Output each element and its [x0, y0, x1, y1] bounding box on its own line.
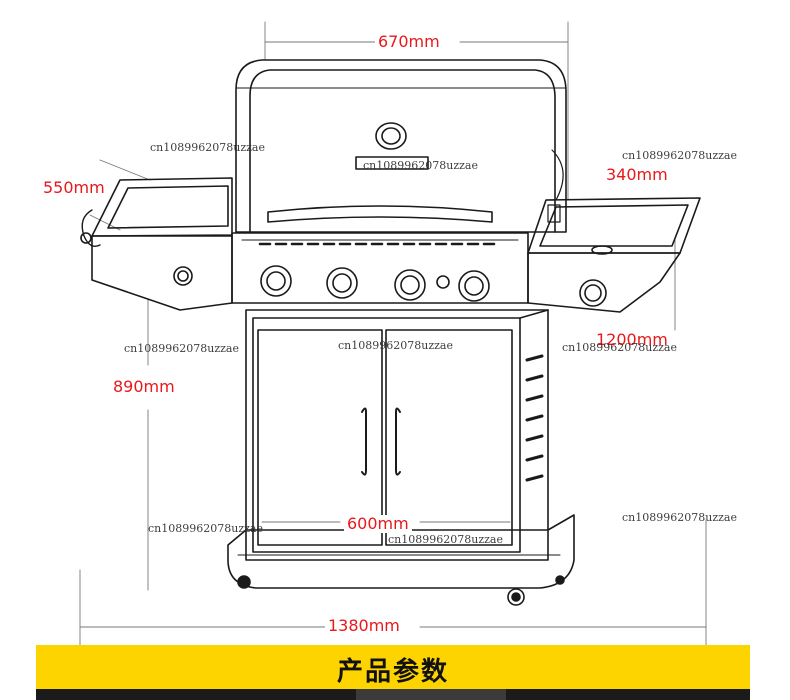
table-header-strip: [36, 689, 750, 700]
cart-width-label: 600mm: [344, 515, 412, 533]
table-header-cell: [356, 689, 506, 700]
dimension-lines: [79, 21, 707, 651]
knob-3: [394, 269, 426, 301]
cart-cabinet: [227, 309, 575, 606]
product-params-banner: 产品参数: [36, 645, 750, 689]
right-side-shelf: [527, 197, 701, 313]
left-side-shelf: [80, 177, 233, 311]
watermark: cn1089962078uzzae: [622, 149, 737, 162]
control-panel: [231, 232, 529, 304]
watermark: cn1089962078uzzae: [148, 522, 263, 535]
watermark: cn1089962078uzzae: [150, 141, 265, 154]
banner-title: 产品参数: [336, 657, 449, 687]
hood-width-label: 670mm: [375, 33, 443, 51]
watermark: cn1089962078uzzae: [338, 339, 453, 352]
knob-2: [326, 267, 358, 299]
knob-4: [458, 270, 490, 302]
watermark: cn1089962078uzzae: [388, 533, 503, 546]
watermark: cn1089962078uzzae: [363, 159, 478, 172]
watermark: cn1089962078uzzae: [124, 342, 239, 355]
watermark: cn1089962078uzzae: [622, 511, 737, 524]
right-shelf-label: 340mm: [603, 166, 671, 184]
total-width-label: 1380mm: [325, 617, 403, 635]
watermark: cn1089962078uzzae: [562, 341, 677, 354]
grill-hood: [235, 59, 567, 233]
side-depth-label: 550mm: [40, 179, 108, 197]
right-height-label: 1200mm: [593, 331, 671, 349]
igniter-button: [436, 275, 450, 289]
knob-1: [260, 265, 292, 297]
height-label: 890mm: [110, 378, 178, 396]
